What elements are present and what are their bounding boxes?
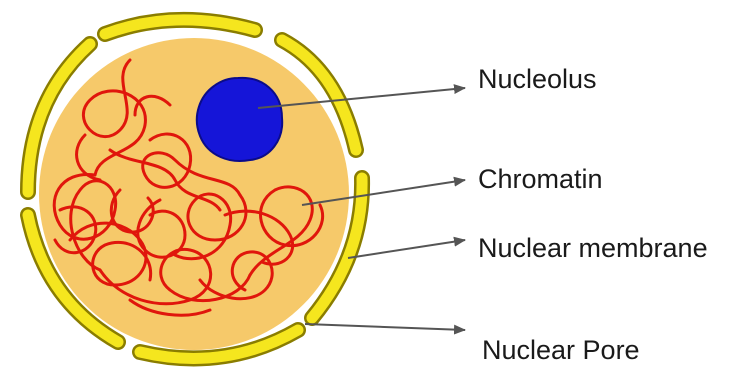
- nuclear-membrane-arrow: [348, 240, 465, 258]
- nuclear-pore-label: Nuclear Pore: [482, 337, 640, 364]
- nuclear-pore-arrow: [305, 324, 465, 330]
- nucleolus: [197, 78, 282, 161]
- nucleolus-label: Nucleolus: [478, 66, 597, 93]
- chromatin-label: Chromatin: [478, 166, 603, 193]
- nuclear-membrane-label: Nuclear membrane: [478, 235, 708, 262]
